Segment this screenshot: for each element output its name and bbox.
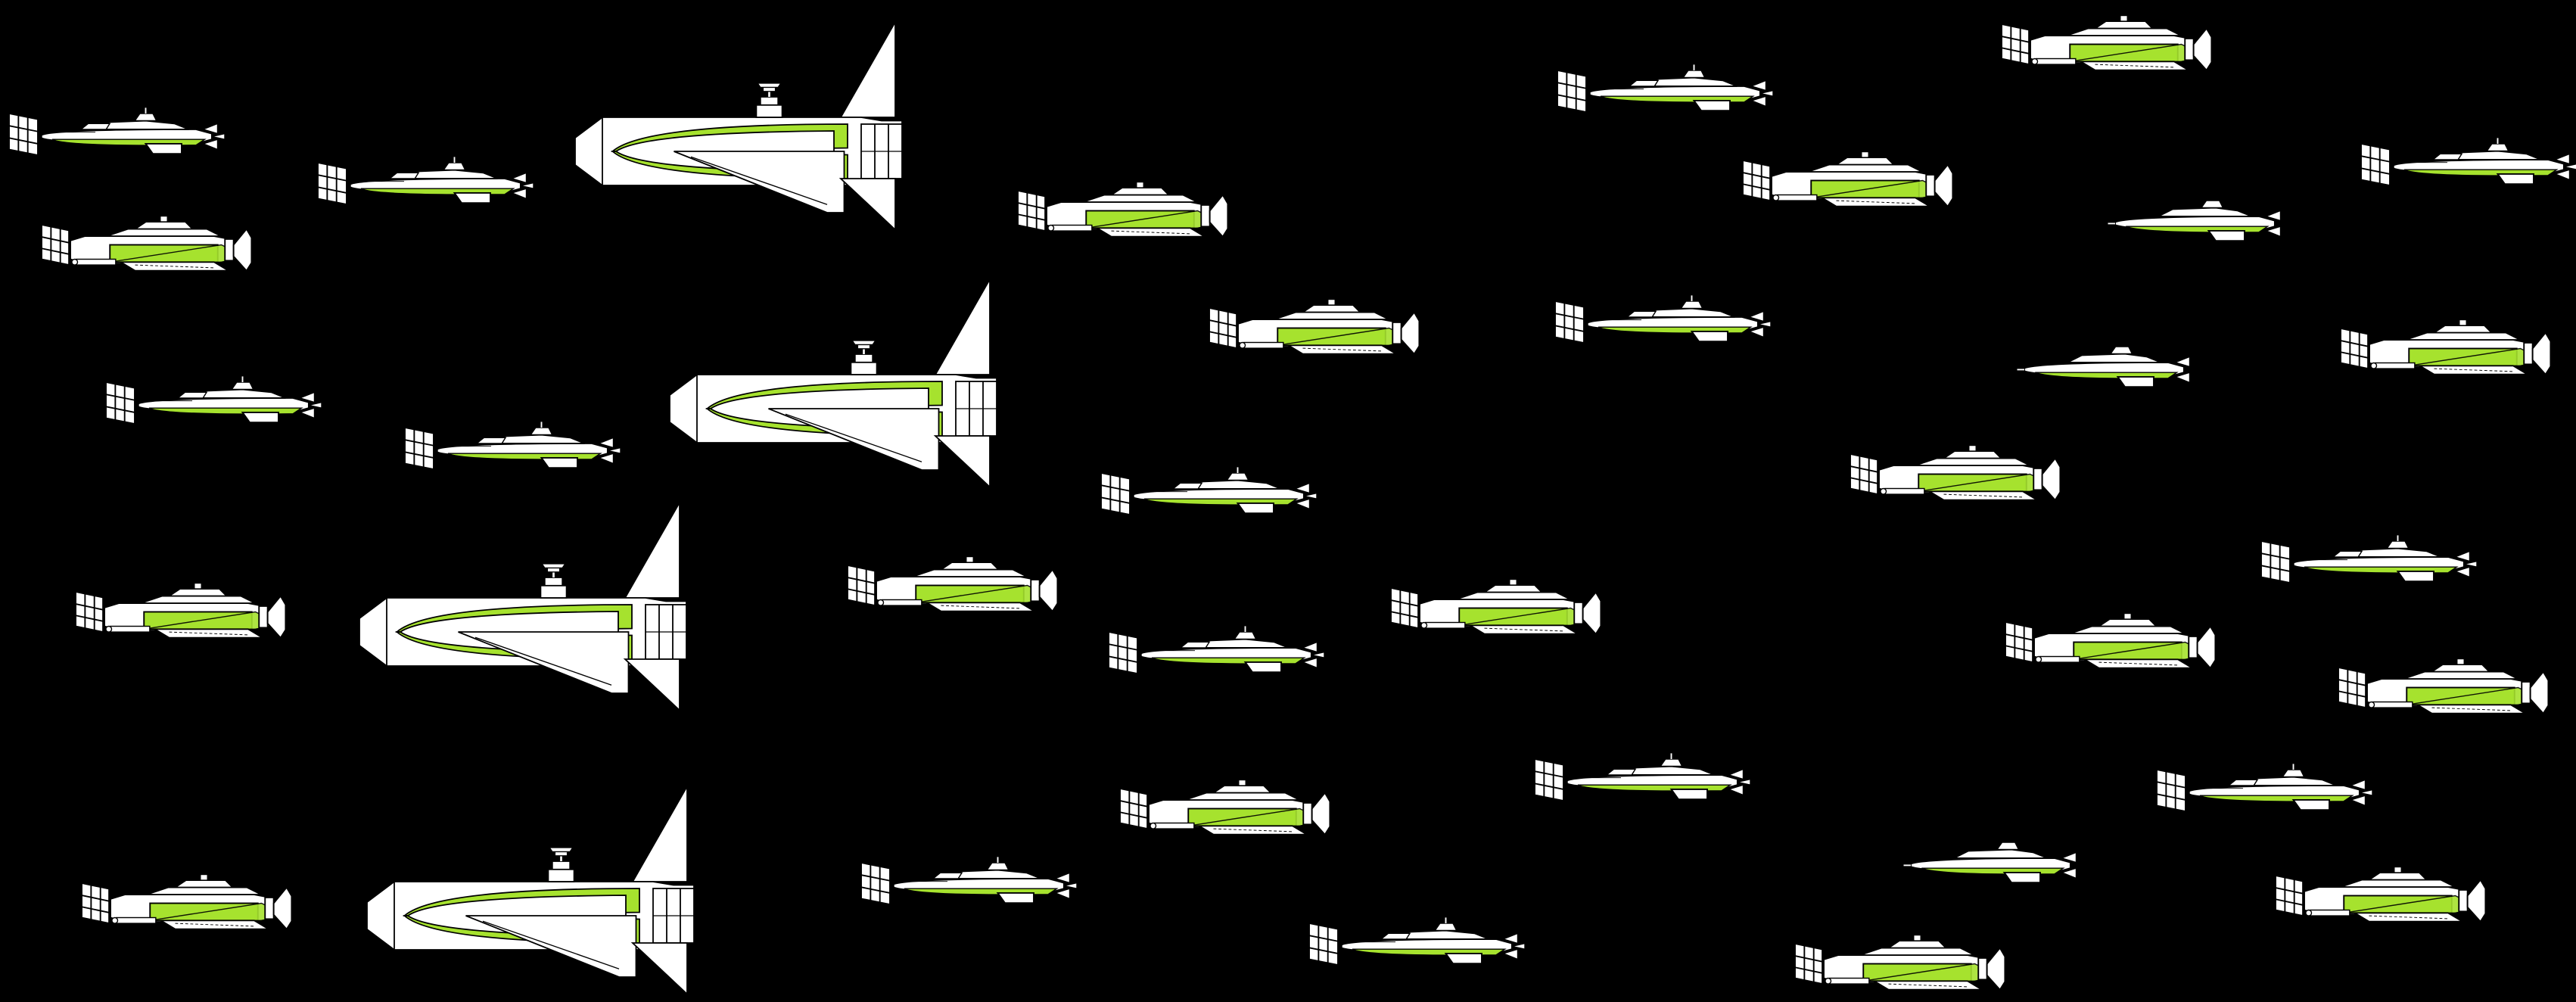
frigate-ship-icon[interactable] bbox=[1108, 625, 1325, 675]
frigate-ship-icon[interactable] bbox=[1390, 578, 1602, 635]
frigate-ship-icon[interactable] bbox=[1850, 444, 2061, 501]
scout-ship-icon[interactable] bbox=[2016, 346, 2191, 388]
frigate-ship-icon[interactable] bbox=[847, 555, 1059, 612]
frigate-ship-icon[interactable] bbox=[2360, 137, 2576, 187]
frigate-ship-icon[interactable] bbox=[1534, 752, 1751, 802]
cruiser-ship-icon[interactable] bbox=[366, 785, 695, 995]
ships-layer bbox=[8, 14, 2576, 995]
frigate-ship-icon[interactable] bbox=[1100, 466, 1318, 516]
cruiser-ship-icon[interactable] bbox=[358, 501, 688, 711]
frigate-ship-icon[interactable] bbox=[2260, 534, 2478, 584]
frigate-ship-icon[interactable] bbox=[860, 856, 1078, 906]
frigate-ship-icon[interactable] bbox=[105, 375, 322, 425]
frigate-ship-icon[interactable] bbox=[75, 582, 287, 639]
frigate-ship-icon[interactable] bbox=[1557, 64, 1774, 114]
frigate-ship-icon[interactable] bbox=[1308, 916, 1526, 966]
cruiser-ship-icon[interactable] bbox=[668, 278, 998, 488]
frigate-ship-icon[interactable] bbox=[317, 156, 534, 206]
frigate-ship-icon[interactable] bbox=[404, 421, 621, 471]
frigate-ship-icon[interactable] bbox=[81, 873, 293, 930]
frigate-ship-icon[interactable] bbox=[1209, 298, 1420, 355]
frigate-ship-icon[interactable] bbox=[2338, 658, 2550, 714]
cruiser-ship-icon[interactable] bbox=[574, 20, 904, 231]
frigate-ship-icon[interactable] bbox=[41, 215, 253, 272]
scout-ship-icon[interactable] bbox=[2107, 200, 2282, 242]
frigate-ship-icon[interactable] bbox=[1119, 779, 1331, 836]
frigate-ship-icon[interactable] bbox=[2001, 14, 2213, 71]
scout-ship-icon[interactable] bbox=[1902, 842, 2077, 884]
frigate-ship-icon[interactable] bbox=[1742, 151, 1954, 207]
frigate-ship-icon[interactable] bbox=[1017, 181, 1229, 238]
frigate-ship-icon[interactable] bbox=[1554, 294, 1772, 344]
frigate-ship-icon[interactable] bbox=[8, 107, 226, 157]
frigate-ship-icon[interactable] bbox=[2275, 866, 2487, 923]
frigate-ship-icon[interactable] bbox=[2340, 319, 2552, 375]
frigate-ship-icon[interactable] bbox=[2005, 612, 2217, 669]
frigate-ship-icon[interactable] bbox=[1794, 934, 2006, 991]
frigate-ship-icon[interactable] bbox=[2156, 763, 2373, 813]
